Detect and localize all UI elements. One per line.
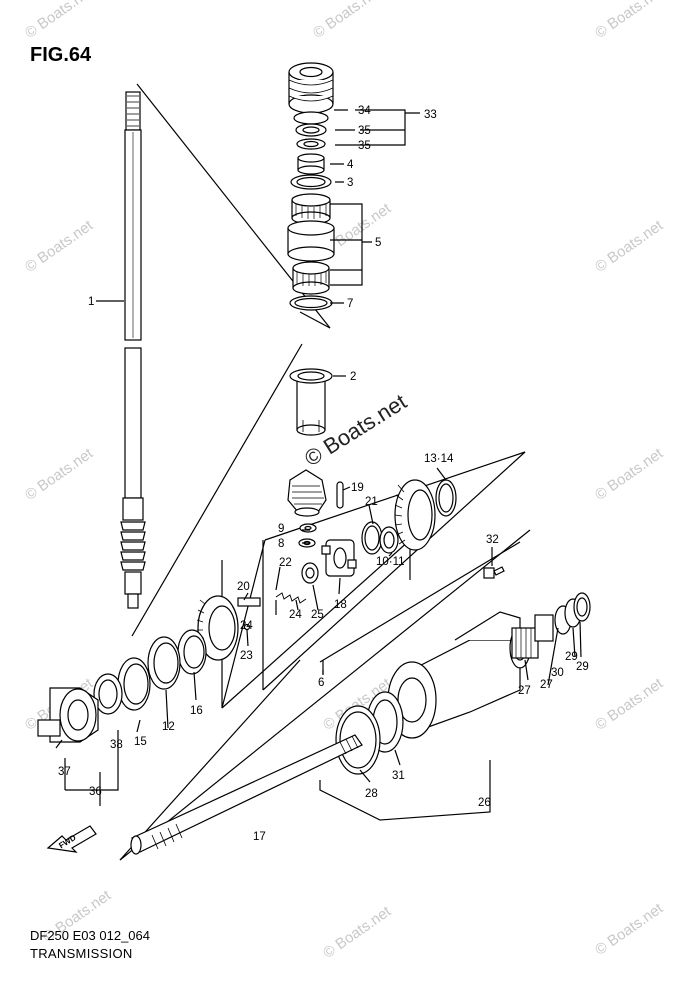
propeller-shaft-housing — [387, 611, 531, 739]
callout-29b: 29 — [576, 661, 589, 673]
callout-20: 20 — [237, 581, 250, 593]
callout-19: 19 — [351, 482, 364, 494]
drive-shaft — [120, 91, 146, 609]
callout-22: 22 — [279, 557, 292, 569]
callout-24b: 24 — [240, 620, 253, 632]
fwd-arrow-icon — [46, 825, 97, 853]
callout-6: 6 — [318, 677, 324, 689]
callout-36: 36 — [89, 786, 102, 798]
callout-25: 25 — [311, 609, 324, 621]
clutch-dog — [321, 539, 357, 577]
callout-2: 2 — [350, 371, 356, 383]
callout-35a: 35 — [358, 125, 371, 137]
bearing-housing — [37, 687, 99, 743]
pinion-gear — [287, 469, 327, 517]
forward-gear — [394, 479, 436, 551]
callout-4: 4 — [347, 159, 354, 171]
callout-1: 1 — [88, 296, 94, 308]
diagram-code: DF250 E03 012_064 — [30, 928, 150, 943]
callout-27b: 27 — [540, 679, 553, 691]
callout-15: 15 — [134, 736, 147, 748]
propeller-shaft — [130, 734, 363, 855]
callout-18: 18 — [334, 599, 347, 611]
reverse-gear — [196, 595, 239, 661]
bearing-assembly-33 — [288, 62, 334, 114]
callout-labels: 1 2 3 4 5 6 7 8 9 10·11 12 13·14 15 16 1… — [57, 105, 588, 850]
callout-12: 12 — [162, 721, 175, 733]
callout-33: 33 — [424, 109, 437, 121]
callout-23: 23 — [240, 650, 253, 662]
callout-8: 8 — [278, 538, 284, 550]
callout-17: 17 — [253, 831, 266, 843]
callout-29a: 29 — [565, 651, 578, 663]
figure-title: FIG.64 — [30, 44, 92, 66]
callout-24a: 24 — [289, 609, 302, 621]
callout-35b: 35 — [358, 140, 371, 152]
callout-31: 31 — [392, 770, 405, 782]
callout-3: 3 — [347, 177, 353, 189]
callout-10-11: 10·11 — [376, 556, 405, 568]
callout-32: 32 — [486, 534, 499, 546]
callout-5: 5 — [375, 237, 381, 249]
callout-34: 34 — [358, 105, 371, 117]
callout-16: 16 — [190, 705, 203, 717]
callout-38: 38 — [110, 739, 123, 751]
sleeve-2 — [289, 368, 333, 436]
callout-37: 37 — [58, 766, 71, 778]
diagram-name: TRANSMISSION — [30, 946, 133, 961]
callout-21: 21 — [365, 496, 378, 508]
callout-9: 9 — [278, 523, 284, 535]
callout-30: 30 — [551, 667, 564, 679]
callout-27a: 27 — [518, 685, 531, 697]
callout-28: 28 — [365, 788, 378, 800]
callout-13-14: 13·14 — [424, 453, 454, 465]
callout-26: 26 — [478, 797, 491, 809]
callout-7: 7 — [347, 298, 353, 310]
